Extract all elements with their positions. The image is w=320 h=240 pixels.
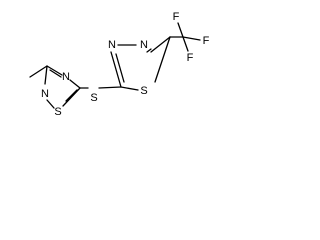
bond-c2-n3 [110,51,122,88]
atom-s-ring-left: S [54,106,61,118]
atom-s-linker: S [90,92,97,104]
bond-n4-c5r [150,36,171,53]
bond-s1-c5-double [65,89,78,102]
bond-c3-n4 [46,65,63,76]
bond-cf3-f-bottom [182,36,189,52]
bond-slinker-c2 [98,86,122,89]
bond-cf3-f-top [177,22,184,38]
bond-c3-n4-double [49,69,62,78]
bond-n4-c5 [69,79,81,89]
bond-n2-s1 [46,99,55,109]
atom-n-bottom-left: N [41,88,49,100]
structure-diagram: N N S S N N S F F F [29,11,210,118]
atom-f-bottom: F [187,52,194,64]
bond-methyl [29,65,48,78]
bond-n4-c5r-double [146,48,152,53]
bond-c3-n2 [44,65,48,85]
atom-n-ring-right-b: N [140,39,148,51]
structure-canvas: N N S S N N S F F F [0,0,240,134]
bond-cf3-f-right [182,36,201,41]
atom-f-top: F [173,11,180,23]
bond-s1r-c5r [154,36,171,83]
bond-s1-c5 [62,87,81,107]
atom-n-top-left: N [62,71,70,83]
bond-c2-s1r [120,86,139,91]
bond-c2-n3-double [115,53,125,83]
atom-s-ring-right: S [140,85,147,97]
atom-n-ring-right-a: N [108,39,116,51]
atom-f-right: F [203,35,210,47]
